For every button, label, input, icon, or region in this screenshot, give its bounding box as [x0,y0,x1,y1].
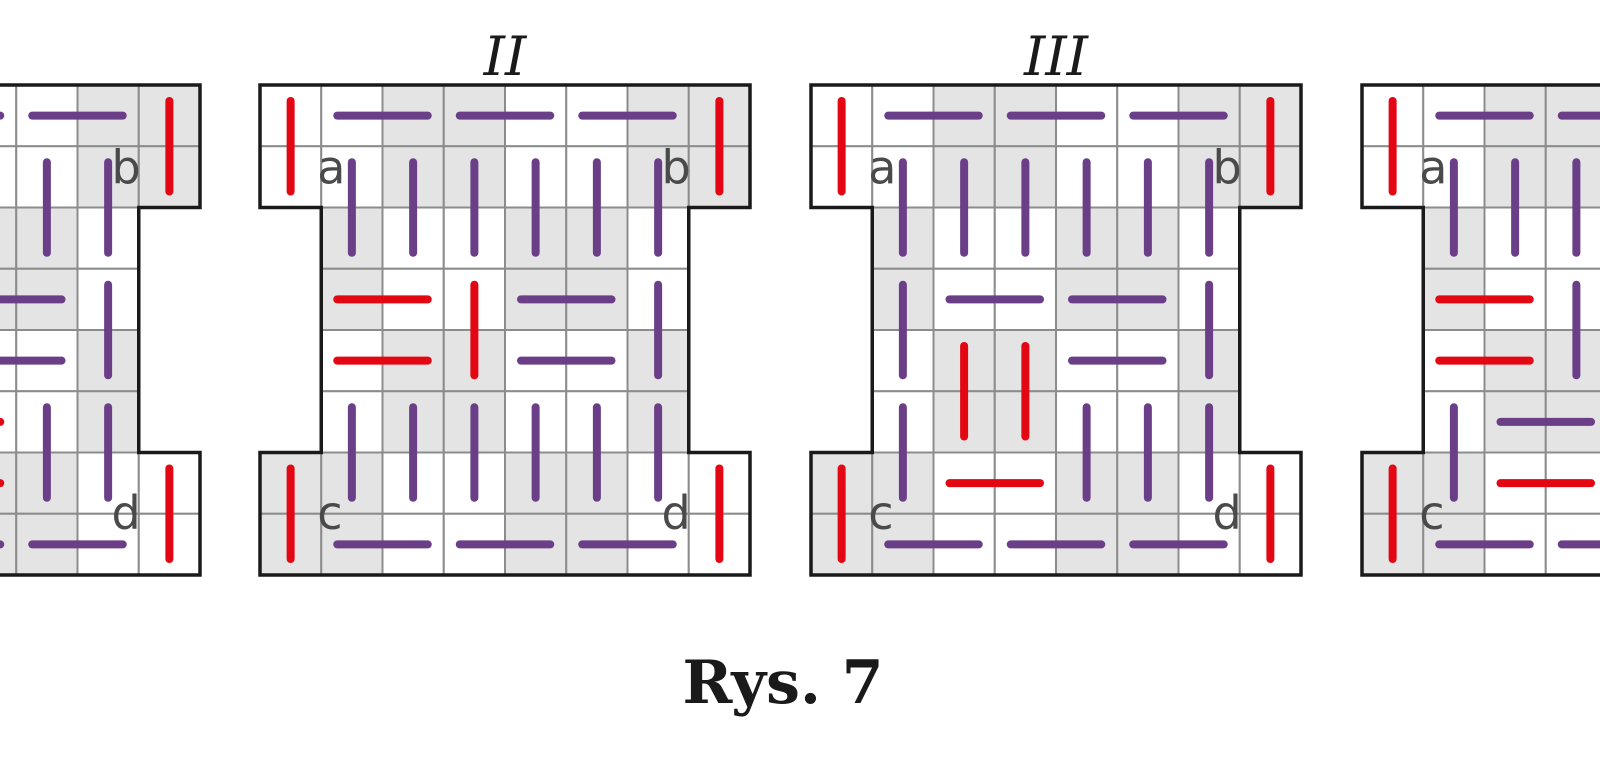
corner-label-b: b [1213,141,1242,195]
corner-label-c: c [317,486,342,540]
panel-II: a b c d II [258,25,752,577]
panel-III: a b c d III [809,25,1303,577]
board-outline [258,83,752,577]
board-outline [809,83,1303,577]
corner-label-d: d [662,486,691,540]
corner-label-b: b [112,141,141,195]
grid-cell [0,206,18,270]
panels: abcdabcdIIabcdIIIabcd [0,25,1600,577]
corner-label-d: d [1213,486,1242,540]
corner-label-a: a [317,141,345,195]
corner-label-a: a [868,141,896,195]
board-outline [1360,83,1600,577]
corner-label-c: c [1419,486,1444,540]
figure-caption: Rys. 7 [683,648,884,718]
board-outline [0,83,202,577]
corner-label-a: a [1419,141,1447,195]
corner-label-d: d [112,486,141,540]
panel-title: III [1023,25,1090,88]
panel-title: II [483,25,528,88]
corner-label-c: c [868,486,893,540]
grid-cell [0,145,18,209]
corner-label-b: b [662,141,691,195]
